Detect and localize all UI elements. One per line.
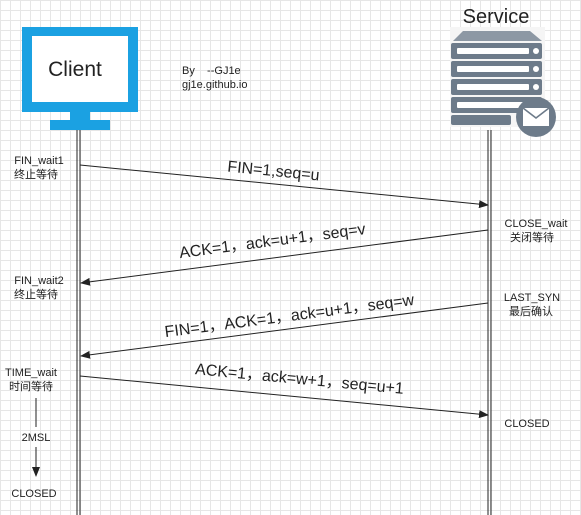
monitor-icon — [22, 27, 138, 130]
message-label-ack: ACK=1，ack=u+1，seq=v — [178, 221, 366, 262]
client-state-fin-wait2: FIN_wait2 — [14, 275, 64, 287]
server-lifeline — [487, 130, 492, 515]
client-state-time-wait-cn: 时间等待 — [9, 379, 53, 393]
server-label: Service — [463, 6, 530, 28]
timer-2msl-label: 2MSL — [22, 432, 51, 444]
timer-2msl: 2MSL — [22, 398, 51, 477]
message-arrow-fin-ack — [80, 302, 489, 359]
author-site: gj1e.github.io — [182, 79, 247, 91]
message-label-fin-ack: FIN=1，ACK=1，ack=u+1，seq=w — [164, 292, 416, 341]
server-state-closed: CLOSED — [504, 418, 549, 430]
client-state-time-wait: TIME_wait — [5, 367, 57, 379]
server-state-last-syn-cn: 最后确认 — [509, 305, 553, 318]
author-name: By --GJ1e — [182, 65, 241, 77]
client-lifeline — [76, 130, 81, 515]
client-state-fin-wait2-cn: 终止等待 — [14, 287, 58, 301]
message-arrow-final-ack — [79, 375, 489, 419]
server-state-last-syn: LAST_SYN — [504, 292, 560, 304]
client-state-fin-wait1-cn: 终止等待 — [14, 167, 58, 181]
server-state-close-wait: CLOSE_wait — [505, 218, 568, 230]
client-state-fin-wait1: FIN_wait1 — [14, 155, 64, 167]
client-label: Client — [48, 58, 102, 81]
message-arrow-ack — [80, 229, 489, 286]
server-mail-icon — [450, 27, 556, 137]
message-arrow-fin — [79, 164, 489, 209]
server-state-close-wait-cn: 关闭等待 — [510, 230, 554, 244]
message-label-final-ack: ACK=1，ack=w+1，seq=u+1 — [194, 361, 404, 398]
client-state-closed: CLOSED — [11, 488, 56, 500]
